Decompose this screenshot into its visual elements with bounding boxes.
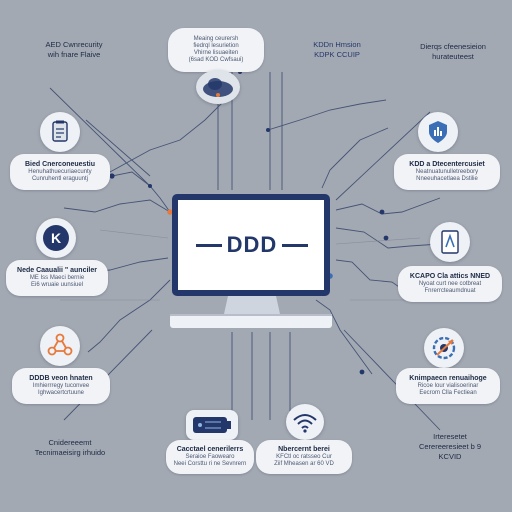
connector-line: [63, 199, 171, 213]
label-top-right-mid: KDDn Hmsion KDPK CCUIP: [282, 40, 392, 60]
node-line: Cunruhentl eraguuntj: [31, 176, 89, 183]
node-right-1[interactable]: KDD a Dtecentercusiet Neatnuatunulletree…: [394, 154, 500, 190]
monitor-frame: [170, 194, 332, 328]
connector-dot: [379, 209, 385, 215]
node-line: Meaing ceurersh: [193, 36, 239, 43]
node-left-3[interactable]: DDDB veon hnaten Imhierrregy tuconvee Ig…: [12, 368, 110, 404]
label-line: KDPK CCUIP: [314, 50, 360, 60]
connector-dot: [383, 235, 389, 241]
node-line: Bied Cnerconeuestiu: [24, 161, 95, 169]
connector-line: [111, 171, 171, 213]
connector-line: [85, 119, 151, 177]
node-line: Ighwacertcrtuune: [37, 390, 85, 397]
server-device-icon: [186, 410, 238, 440]
connector-dot: [167, 209, 173, 215]
label-line: Cnidereeemt: [48, 438, 92, 447]
node-line: Neatnuatunulletreebory: [415, 169, 479, 176]
node-line: Cacctael cenerilerrs: [176, 446, 244, 454]
node-line: (6sad KOD Cwfsaui): [188, 56, 244, 63]
connector-line: [335, 197, 441, 215]
label-line: AED Cwnrecurity: [45, 40, 103, 49]
node-bottom-c2[interactable]: Nbercernt berei KFCtl oc ratsseo Cur Zii…: [256, 440, 352, 474]
connector-line: [99, 229, 169, 239]
node-line: Nneeuhacetlaea Dstilie: [416, 176, 478, 183]
title-dash-right: [282, 244, 308, 247]
connector-line: [49, 87, 151, 187]
document-icon: [430, 222, 470, 262]
connector-line: [315, 299, 373, 375]
monitor: DDD: [168, 192, 336, 332]
connector-dot: [359, 369, 365, 375]
node-line: Neei Corsttu ri ne Sevnrern: [173, 461, 247, 468]
label-line: Cerereeresieet b 9: [418, 442, 482, 452]
label-line: KCVID: [438, 452, 462, 462]
screen-title: DDD: [226, 232, 278, 257]
node-line: Henuhathuecuriaecunty: [28, 169, 92, 176]
label-line: Dierqs cfeenesieion: [420, 42, 486, 51]
node-left-1[interactable]: Bied Cnerconeuestiu Henuhathuecuriaecunt…: [10, 154, 110, 190]
node-line: KFCtl oc ratsseo Cur: [276, 454, 332, 461]
node-line: DDDB veon hnaten: [29, 375, 93, 383]
node-line: Vhirne lisuaeiten: [193, 50, 239, 56]
gear-arrow-icon: [424, 328, 464, 368]
connector-line: [87, 279, 171, 353]
label-top-left: AED Cwnrecurity wih fnare Flaive: [14, 40, 134, 60]
node-line: Ricoe lour vialisoerinar: [417, 383, 479, 390]
node-top-center[interactable]: Meaing ceurersh fiedrql lesurietion Vhir…: [168, 28, 264, 72]
node-right-3[interactable]: Knimpaecn renuaihoge Ricoe lour vialisoe…: [396, 368, 500, 404]
node-line: Seraioe Faowearo: [185, 454, 235, 461]
connector-dot: [148, 184, 152, 188]
node-line: Ei6 wruaie uunsiuel: [30, 282, 84, 289]
connector-line: [335, 237, 421, 245]
clipboard-shield-icon: [40, 112, 80, 152]
node-line: Nbercernt berei: [278, 446, 330, 454]
label-top-right: Dierqs cfeenesieion hurateuteest: [398, 42, 508, 62]
shield-chart-icon: [418, 112, 458, 152]
node-line: Knimpaecn renuaihoge: [409, 375, 487, 383]
label-bottom-left: Cnidereeemt Tecnimaeisirg irhuido: [10, 438, 130, 458]
node-line: KDD a Dtecentercusiet: [409, 161, 485, 169]
label-line: Irteresetet: [433, 432, 467, 441]
node-line: KCAPO Cla attics NNED: [409, 273, 491, 281]
label-line: hurateuteest: [432, 52, 474, 62]
network-nodes-icon: [40, 326, 80, 366]
node-line: Fnrerrcteaumdnuat: [424, 288, 476, 295]
connector-dot: [109, 173, 115, 179]
node-line: Imhierrregy tuconvee: [32, 383, 90, 390]
node-left-2[interactable]: Nede Caaualii " aunciler ME Iss Maeci be…: [6, 260, 108, 296]
label-line: KDDn Hmsion: [313, 40, 361, 49]
connector-line: [343, 329, 441, 431]
connector-line: [335, 111, 431, 201]
node-line: ME Iss Maeci bernie: [29, 275, 85, 282]
node-line: Ziif Mheasen ar 60 VD: [274, 461, 334, 468]
node-bottom-c1[interactable]: Cacctael cenerilerrs Seraioe Faowearo Ne…: [166, 440, 254, 474]
connector-line: [109, 99, 226, 173]
node-line: Nyoat curt nee cotbreat: [418, 281, 482, 288]
node-right-2[interactable]: KCAPO Cla attics NNED Nyoat curt nee cot…: [398, 266, 502, 302]
svg-text:K: K: [51, 230, 61, 246]
label-line: Tecnimaeisirg irhuido: [34, 448, 106, 458]
node-line: Eecrom Clla Fectiean: [419, 390, 477, 397]
label-bottom-right: Irteresetet Cerereeresieet b 9 KCVID: [392, 432, 508, 462]
connector-dot: [266, 128, 270, 132]
node-line: Nede Caaualii " aunciler: [17, 267, 97, 275]
node-line: fiedrql lesurietion: [193, 43, 239, 50]
connector-line: [267, 99, 387, 131]
title-dash-left: [196, 244, 222, 247]
connector-line: [335, 227, 441, 249]
wifi-signal-icon: [286, 404, 324, 440]
cloud-network-icon: [196, 70, 240, 104]
label-line: wih fnare Flaive: [47, 50, 101, 60]
connector-line: [321, 127, 389, 189]
k-circle-icon: K: [36, 218, 76, 258]
